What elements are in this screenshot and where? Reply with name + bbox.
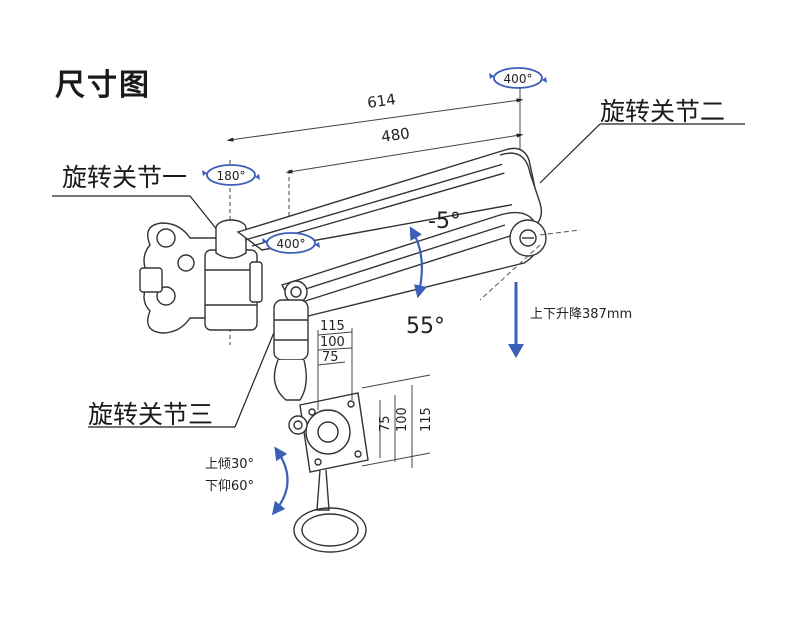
dim-614: 614 <box>366 90 397 112</box>
angle-arm-up: -5° <box>428 209 461 234</box>
dim-vesa-75-top: 75 <box>322 350 339 365</box>
dim-vesa-100-side: 100 <box>395 407 410 432</box>
angle-top-right: 400° <box>504 72 533 86</box>
tilt-arrow <box>271 446 289 516</box>
dim-vesa-100-top: 100 <box>320 335 345 350</box>
rotation-badge-middle: 400° <box>262 232 320 254</box>
pole-clamp <box>139 219 263 334</box>
label-joint-1: 旋转关节一 <box>62 163 188 192</box>
angle-left: 180° <box>217 169 246 183</box>
arm-swing-arrow <box>409 226 427 299</box>
vesa-dimension-lines <box>317 328 431 468</box>
extension-lines <box>479 229 581 301</box>
handle-ring <box>293 507 367 553</box>
dim-vesa-115-side: 115 <box>419 407 434 432</box>
dim-480: 480 <box>380 124 411 146</box>
vertical-post <box>273 299 309 401</box>
tilt-down-label: 下仰60° <box>205 479 254 494</box>
upper-arm <box>236 147 543 251</box>
label-joint-3: 旋转关节三 <box>88 400 214 429</box>
dim-vesa-115-top: 115 <box>320 319 345 334</box>
page-title: 尺寸图 <box>55 68 151 103</box>
tilt-up-label: 上倾30° <box>205 457 254 472</box>
vesa-plate <box>288 392 369 511</box>
label-joint-2: 旋转关节二 <box>600 97 726 126</box>
rotation-badge-top-right: 400° <box>489 67 547 89</box>
angle-arm-down: 55° <box>406 314 445 339</box>
height-adjust-label: 上下升降387mm <box>530 307 632 322</box>
dim-vesa-75-side: 75 <box>378 415 393 432</box>
rotation-badge-left: 180° <box>202 164 260 186</box>
angle-middle: 400° <box>277 237 306 251</box>
